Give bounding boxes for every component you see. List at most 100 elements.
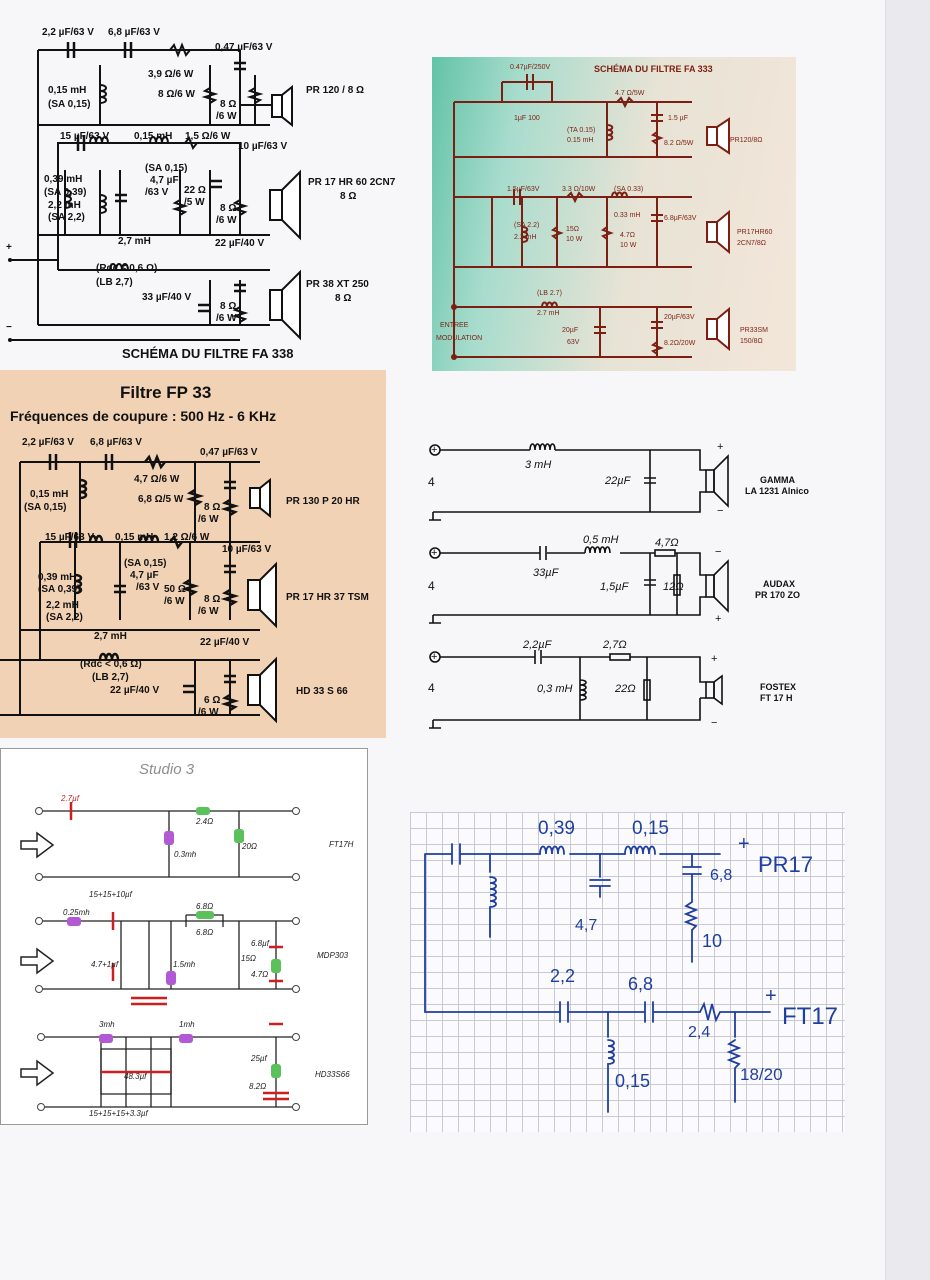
svg-text:0,39 mH: 0,39 mH xyxy=(38,572,76,583)
svg-text:6,8: 6,8 xyxy=(628,974,653,994)
svg-text:10 µF/63 V: 10 µF/63 V xyxy=(222,544,271,555)
svg-text:AUDAX: AUDAX xyxy=(763,579,795,589)
svg-text:(SA 0,15): (SA 0,15) xyxy=(48,99,90,110)
svg-text:3,9 Ω/6 W: 3,9 Ω/6 W xyxy=(148,69,194,80)
svg-text:/63 V: /63 V xyxy=(136,582,160,593)
fa338-schematic: + − 2,2 µF/63 V 6,8 µF/63 V 0,47 µF/63 V… xyxy=(0,15,395,370)
svg-text:(SA 2,2): (SA 2,2) xyxy=(46,612,83,623)
svg-text:4,7 Ω/6 W: 4,7 Ω/6 W xyxy=(134,474,180,485)
svg-text:1.5µF/63V: 1.5µF/63V xyxy=(507,186,540,193)
svg-text:MDP303: MDP303 xyxy=(317,951,349,960)
svg-text:15Ω: 15Ω xyxy=(566,226,579,233)
svg-text:20Ω: 20Ω xyxy=(241,842,257,851)
svg-text:2,2µF: 2,2µF xyxy=(522,639,553,651)
svg-text:+: + xyxy=(431,651,437,663)
svg-text:15Ω: 15Ω xyxy=(241,954,256,963)
svg-text:+: + xyxy=(715,613,721,625)
svg-text:(SA 0,15): (SA 0,15) xyxy=(24,502,66,513)
svg-text:10 µF/63 V: 10 µF/63 V xyxy=(238,141,287,152)
svg-text:4,7 µF: 4,7 µF xyxy=(130,570,159,581)
svg-text:48.3µf: 48.3µf xyxy=(124,1072,147,1081)
svg-text:8 Ω: 8 Ω xyxy=(220,203,236,214)
studio3-schematic: Studio 3 2.7µf 2.4Ω 0.3mh 20Ω FT17H 1 xyxy=(0,748,368,1125)
svg-text:+: + xyxy=(6,242,12,253)
svg-text:15+15+10µf: 15+15+10µf xyxy=(89,890,133,899)
svg-text:2,2: 2,2 xyxy=(550,966,575,986)
svg-text:0,47 µF/63 V: 0,47 µF/63 V xyxy=(215,42,273,53)
svg-text:/6 W: /6 W xyxy=(198,514,219,525)
svg-text:1.5mh: 1.5mh xyxy=(173,960,196,969)
svg-text:PR 38 XT 250: PR 38 XT 250 xyxy=(306,279,369,290)
svg-text:2,2 mH: 2,2 mH xyxy=(48,200,81,211)
svg-text:1,2 Ω/6 W: 1,2 Ω/6 W xyxy=(164,532,210,543)
svg-text:/6 W: /6 W xyxy=(164,596,185,607)
svg-text:(SA 0.33): (SA 0.33) xyxy=(614,186,643,193)
svg-text:0,3 mH: 0,3 mH xyxy=(537,683,573,695)
svg-text:3.3 Ω/10W: 3.3 Ω/10W xyxy=(562,186,596,193)
svg-text:+: + xyxy=(738,833,750,855)
svg-text:8.2Ω: 8.2Ω xyxy=(249,1082,266,1091)
svg-text:1µF 100: 1µF 100 xyxy=(514,115,540,122)
svg-text:0.33 mH: 0.33 mH xyxy=(614,212,640,219)
svg-text:2CN7/8Ω: 2CN7/8Ω xyxy=(737,240,766,247)
svg-text:3 mH: 3 mH xyxy=(525,459,551,471)
svg-text:6 Ω: 6 Ω xyxy=(204,695,220,706)
svg-text:4.7 Ω/5W: 4.7 Ω/5W xyxy=(615,90,645,97)
svg-text:+: + xyxy=(431,444,437,456)
svg-text:0,15: 0,15 xyxy=(615,1071,650,1091)
svg-text:0,39: 0,39 xyxy=(538,818,575,839)
svg-text:6.8Ω: 6.8Ω xyxy=(196,928,213,937)
svg-text:PR17: PR17 xyxy=(758,852,813,877)
svg-text:PR 120 / 8 Ω: PR 120 / 8 Ω xyxy=(306,85,364,96)
svg-text:(SA 0,15): (SA 0,15) xyxy=(124,558,166,569)
svg-text:GAMMA: GAMMA xyxy=(760,475,795,485)
svg-text:FT 17 H: FT 17 H xyxy=(760,693,793,703)
svg-text:4,7: 4,7 xyxy=(575,917,597,934)
svg-text:1,5µF: 1,5µF xyxy=(600,581,630,593)
svg-text:2,4: 2,4 xyxy=(688,1024,710,1041)
svg-text:6,8 µF/63 V: 6,8 µF/63 V xyxy=(108,27,160,38)
svg-text:0.3mh: 0.3mh xyxy=(174,850,197,859)
fp33-schematic: Filtre FP 33 Fréquences de coupure : 500… xyxy=(0,370,386,738)
svg-text:33µF: 33µF xyxy=(533,567,560,579)
svg-text:/63 V: /63 V xyxy=(145,187,169,198)
svg-text:8 Ω: 8 Ω xyxy=(220,301,236,312)
svg-text:2.2 mH: 2.2 mH xyxy=(514,234,537,241)
fa333-title: SCHÉMA DU FILTRE FA 333 xyxy=(594,64,713,74)
svg-text:15 µF/63 V: 15 µF/63 V xyxy=(60,131,109,142)
svg-text:3mh: 3mh xyxy=(99,1020,115,1029)
svg-text:(SA 0,15): (SA 0,15) xyxy=(145,163,187,174)
svg-text:(Rdc < 0,6 Ω): (Rdc < 0,6 Ω) xyxy=(80,659,142,670)
svg-text:2.4Ω: 2.4Ω xyxy=(195,817,213,826)
svg-text:MODULATION: MODULATION xyxy=(436,335,482,342)
single-driver-filters: + + + 4 4 4 3 mH 22µF +− GAMMA LA 1231 A… xyxy=(415,430,830,735)
svg-text:20µF/63V: 20µF/63V xyxy=(664,314,695,321)
svg-text:FOSTEX: FOSTEX xyxy=(760,682,796,692)
svg-text:4,7Ω: 4,7Ω xyxy=(655,537,679,549)
svg-text:/6 W: /6 W xyxy=(198,707,219,718)
fp33-subtitle: Fréquences de coupure : 500 Hz - 6 KHz xyxy=(10,408,276,424)
svg-text:1mh: 1mh xyxy=(179,1020,195,1029)
svg-text:(TA 0.15): (TA 0.15) xyxy=(567,127,595,134)
svg-text:4: 4 xyxy=(428,579,435,593)
svg-text:0,15 mH: 0,15 mH xyxy=(115,532,153,543)
svg-text:/5 W: /5 W xyxy=(184,197,205,208)
svg-text:15 µF/63 V: 15 µF/63 V xyxy=(45,532,94,543)
svg-text:6.8Ω: 6.8Ω xyxy=(196,902,213,911)
svg-text:1.5 µF: 1.5 µF xyxy=(668,115,688,122)
svg-text:−: − xyxy=(711,717,717,729)
svg-text:(LB 2.7): (LB 2.7) xyxy=(537,290,562,297)
svg-text:LA 1231 Alnico: LA 1231 Alnico xyxy=(745,486,809,496)
fa338-caption: SCHÉMA DU FILTRE FA 338 xyxy=(122,346,293,361)
svg-text:150/8Ω: 150/8Ω xyxy=(740,338,763,345)
svg-text:2,2 µF/63 V: 2,2 µF/63 V xyxy=(42,27,94,38)
svg-text:(SA 2.2): (SA 2.2) xyxy=(514,222,539,229)
fa333-schematic: SCHÉMA DU FILTRE FA 333 0.47µF/250V 1µF … xyxy=(432,57,796,371)
svg-text:(Rdc ≤ 0,6 Ω): (Rdc ≤ 0,6 Ω) xyxy=(96,263,157,274)
svg-text:FT17H: FT17H xyxy=(329,840,354,849)
svg-text:0,39 mH: 0,39 mH xyxy=(44,174,82,185)
capacitor xyxy=(66,42,76,58)
svg-text:(SA 0,39): (SA 0,39) xyxy=(38,584,80,595)
svg-text:/6 W: /6 W xyxy=(216,313,237,324)
svg-text:0.47µF/250V: 0.47µF/250V xyxy=(510,64,551,71)
